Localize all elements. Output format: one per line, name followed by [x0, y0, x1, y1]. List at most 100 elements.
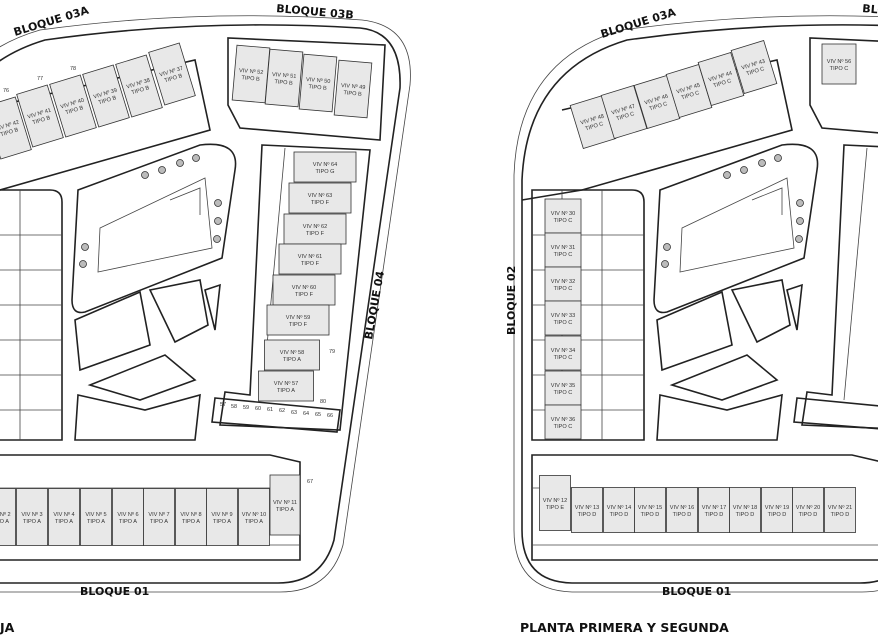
- unit-type: TIPO F: [306, 231, 325, 237]
- unit-type: TIPO D: [610, 512, 629, 518]
- unit-type: TIPO C: [713, 78, 733, 89]
- parking-number: 63: [291, 410, 297, 416]
- unit-type: TIPO B: [343, 90, 362, 98]
- unit-type: TIPO C: [554, 355, 573, 361]
- unit-number: VIV Nº 10: [242, 511, 266, 518]
- parking-number: 64: [303, 411, 309, 417]
- unit-footprint: [333, 59, 373, 119]
- unit-footprint: [112, 488, 144, 546]
- unit-type: TIPO B: [241, 75, 260, 83]
- right-plan-title: PLANTA PRIMERA Y SEGUNDA: [520, 620, 729, 635]
- unit-footprint: [80, 488, 112, 546]
- parking-number: 79: [329, 349, 335, 355]
- unit-number: VIV Nº 51: [272, 71, 297, 80]
- unit-footprint: [544, 404, 582, 440]
- left-bloque-04-label: BLOQUE 04: [362, 270, 387, 341]
- unit-type: TIPO G: [316, 169, 335, 175]
- unit-number: VIV Nº 5: [85, 511, 106, 518]
- unit-type: TIPO A: [23, 519, 41, 525]
- unit-footprint: [264, 48, 304, 108]
- unit-footprint: [539, 475, 571, 531]
- unit-type: TIPO B: [0, 127, 19, 138]
- unit-footprint: [697, 52, 745, 106]
- unit-type: TIPO D: [831, 512, 850, 518]
- unit-number: VIV Nº 36: [551, 416, 575, 423]
- unit-type: TIPO B: [32, 115, 52, 126]
- left-bloque-03b-label: BLOQUE 03B: [276, 2, 355, 22]
- unit-number: VIV Nº 52: [239, 67, 264, 76]
- unit-number: VIV Nº 33: [551, 312, 575, 319]
- unit-number: VIV Nº 16: [670, 504, 694, 511]
- left-bloque-01-label: BLOQUE 01: [80, 585, 149, 598]
- unit-number: VIV Nº 63: [308, 192, 332, 199]
- unit-number: VIV Nº 15: [638, 504, 662, 511]
- unit-type: TIPO A: [276, 507, 294, 513]
- unit-footprint: [143, 488, 175, 546]
- unit-number: VIV Nº 4: [53, 511, 74, 518]
- unit-footprint: [49, 74, 97, 138]
- parking-number: 78: [70, 66, 76, 72]
- unit-type: TIPO A: [119, 519, 137, 525]
- unit-footprint: [266, 304, 330, 336]
- unit-footprint: [16, 84, 64, 148]
- unit-number: VIV Nº 61: [298, 253, 322, 260]
- unit-type: TIPO C: [681, 90, 701, 101]
- unit-type: TIPO F: [311, 200, 330, 206]
- unit-footprint: [16, 488, 48, 546]
- unit-type: TIPO B: [131, 85, 151, 96]
- unit-footprint: [824, 487, 856, 533]
- unit-number: VIV Nº 60: [292, 284, 316, 291]
- unit-footprint: [238, 488, 270, 546]
- unit-footprint: [821, 43, 857, 85]
- unit-number: VIV Nº 11: [273, 499, 297, 506]
- unit-number: VIV Nº 62: [303, 223, 327, 230]
- unit-number: VIV Nº 3: [21, 511, 42, 518]
- unit-type: TIPO F: [301, 261, 320, 267]
- unit-footprint: [269, 474, 301, 536]
- parking-number: 61: [267, 407, 273, 413]
- unit-type: TIPO B: [164, 73, 184, 84]
- parking-number: 67: [307, 479, 313, 485]
- unit-number: VIV Nº 32: [551, 278, 575, 285]
- unit-footprint: [115, 54, 163, 118]
- unit-number: VIV Nº 20: [796, 504, 820, 511]
- unit-footprint: [0, 488, 16, 546]
- unit-type: TIPO A: [182, 519, 200, 525]
- parking-number: 58: [231, 404, 237, 410]
- unit-footprint: [761, 487, 793, 533]
- unit-footprint: [148, 42, 196, 106]
- unit-type: TIPO B: [98, 95, 118, 106]
- parking-number: 57: [220, 402, 226, 408]
- right-bloque-01-label: BLOQUE 01: [662, 585, 731, 598]
- unit-number: VIV Nº 17: [702, 504, 726, 511]
- unit-type: TIPO C: [554, 320, 573, 326]
- unit-number: VIV Nº 59: [286, 314, 310, 321]
- unit-footprint: [288, 182, 352, 214]
